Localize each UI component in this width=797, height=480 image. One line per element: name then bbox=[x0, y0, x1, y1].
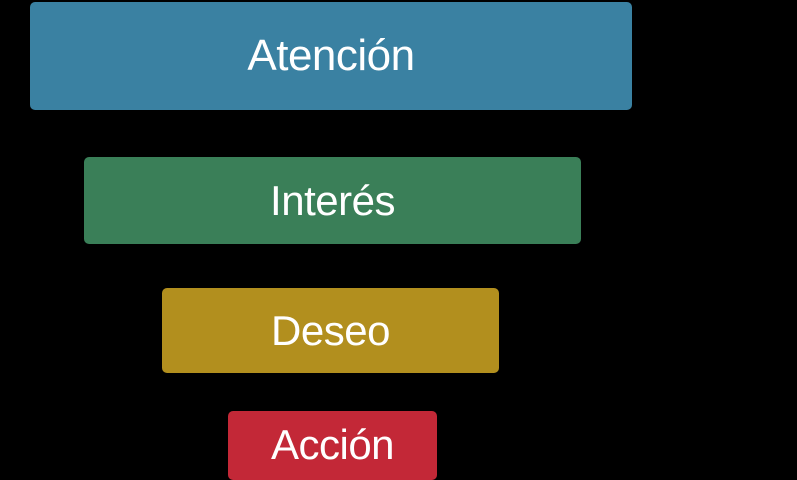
funnel-stage-interest: Interés bbox=[84, 157, 581, 244]
stage-label: Atención bbox=[247, 31, 415, 80]
funnel-stage-attention: Atención bbox=[30, 2, 632, 110]
stage-label: Deseo bbox=[271, 306, 390, 354]
funnel-stage-action: Acción bbox=[228, 411, 437, 480]
stage-label: Interés bbox=[270, 176, 395, 224]
stage-label: Acción bbox=[270, 421, 395, 468]
funnel-stage-desire: Deseo bbox=[162, 288, 499, 373]
